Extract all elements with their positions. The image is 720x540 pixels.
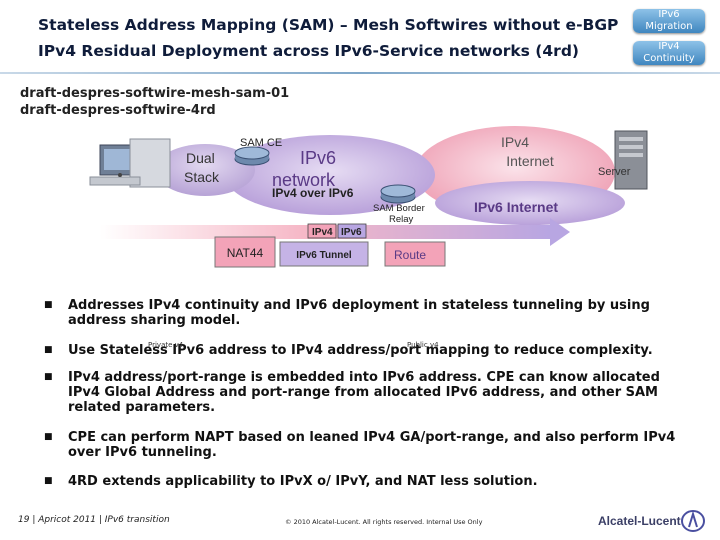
computer-icon [89,138,171,188]
ipv6-internet-label: IPv6 Internet [474,199,558,215]
bullet-1-text: Addresses IPv4 continuity and IPv6 deplo… [68,298,650,328]
ipv4-bar-label: IPv4 [312,227,333,238]
dual-stack-label-1: Dual [186,150,215,166]
sam-ce-router-icon [234,146,270,166]
ipv6-internet-cloud [435,181,625,225]
server-icon [614,130,648,190]
bullet-3: ■ IPv4 address/port-range is embedded in… [44,370,684,418]
title-line-1: Stateless Address Mapping (SAM) – Mesh S… [38,16,619,34]
bullet-marker-icon: ■ [44,345,53,355]
sam-border-relay-router-icon [380,184,416,204]
ipv6-tunnel-label: IPv6 Tunnel [296,250,352,261]
ipv4-continuity-badge: IPv4 Continuity [633,41,705,65]
nat44-box [214,236,276,268]
bullet-5-text: 4RD extends applicability to IPvX o/ IPv… [68,474,538,489]
badge-migration-line2: Migration [645,21,693,32]
footer-copyright: © 2010 Alcatel-Lucent. All rights reserv… [285,518,483,526]
header-divider [0,72,720,74]
bullet-marker-icon: ■ [44,300,53,310]
ipv6-migration-badge: IPv6 Migration [633,9,705,33]
sam-architecture-diagram: Dual Stack SAM CE IPv6 network IPv4 over… [89,126,648,268]
ipv6-bar-label: IPv6 [341,227,362,238]
bullet-5: ■ 4RD extends applicability to IPvX o/ I… [44,474,684,490]
ipv4-over-ipv6-label: IPv4 over IPv6 [272,186,354,200]
bullet-marker-icon: ■ [44,476,53,486]
slide-title: Stateless Address Mapping (SAM) – Mesh S… [38,12,618,64]
bullet-3-text: IPv4 address/port-range is embedded into… [68,370,660,415]
bullet-2: ■ Use Stateless IPv6 address to IPv4 add… [44,343,684,359]
ipv6-header-box [337,223,367,239]
ipv6-network-label-2: network [272,170,336,190]
draft-references: draft-despres-softwire-mesh-sam-01 draft… [20,85,289,119]
ipv6-network-label-1: IPv6 [300,148,336,168]
footer-page-info: 19 | Apricot 2011 | IPv6 transition [18,515,170,525]
badge-migration-line1: IPv6 [658,9,680,20]
brand-wordmark: Alcatel-Lucent [598,514,681,528]
bullet-4: ■ CPE can perform NAPT based on leaned I… [44,430,684,462]
alcatel-lucent-logo-icon [681,510,705,532]
tunnel-arrow-head [550,218,570,246]
server-label: Server [598,166,631,178]
public-v4-annotation: Public v4 [407,341,439,349]
title-line-2: IPv4 Residual Deployment across IPv6-Ser… [38,42,580,60]
dual-stack-cloud [155,144,255,196]
sam-border-relay-label-1: SAM Border [373,203,425,214]
badge-continuity-line1: IPv4 [658,41,680,52]
dual-stack-label-2: Stack [184,169,220,185]
route-label: Route [394,248,426,262]
bullet-2-text: Use Stateless IPv6 address to IPv4 addre… [68,343,653,358]
sam-ce-label: SAM CE [240,137,282,149]
draft-ref-2: draft-despres-softwire-4rd [20,103,216,118]
sam-border-relay-label-2: Relay [389,214,414,225]
bullet-marker-icon: ■ [44,372,53,382]
bullet-4-text: CPE can perform NAPT based on leaned IPv… [68,430,676,460]
nat44-label: NAT44 [227,246,264,260]
ipv6-tunnel-box [279,241,369,267]
route-box [384,241,446,267]
bullet-marker-icon: ■ [44,432,53,442]
ipv4-internet-label-2: Internet [506,153,554,169]
badge-continuity-line2: Continuity [643,53,695,64]
private-v4-annotation: Private v4 [148,341,184,349]
ipv4-internet-label-1: IPv4 [501,134,529,150]
bullet-1: ■ Addresses IPv4 continuity and IPv6 dep… [44,298,684,330]
ipv4-header-box [307,223,337,239]
draft-ref-1: draft-despres-softwire-mesh-sam-01 [20,86,290,101]
